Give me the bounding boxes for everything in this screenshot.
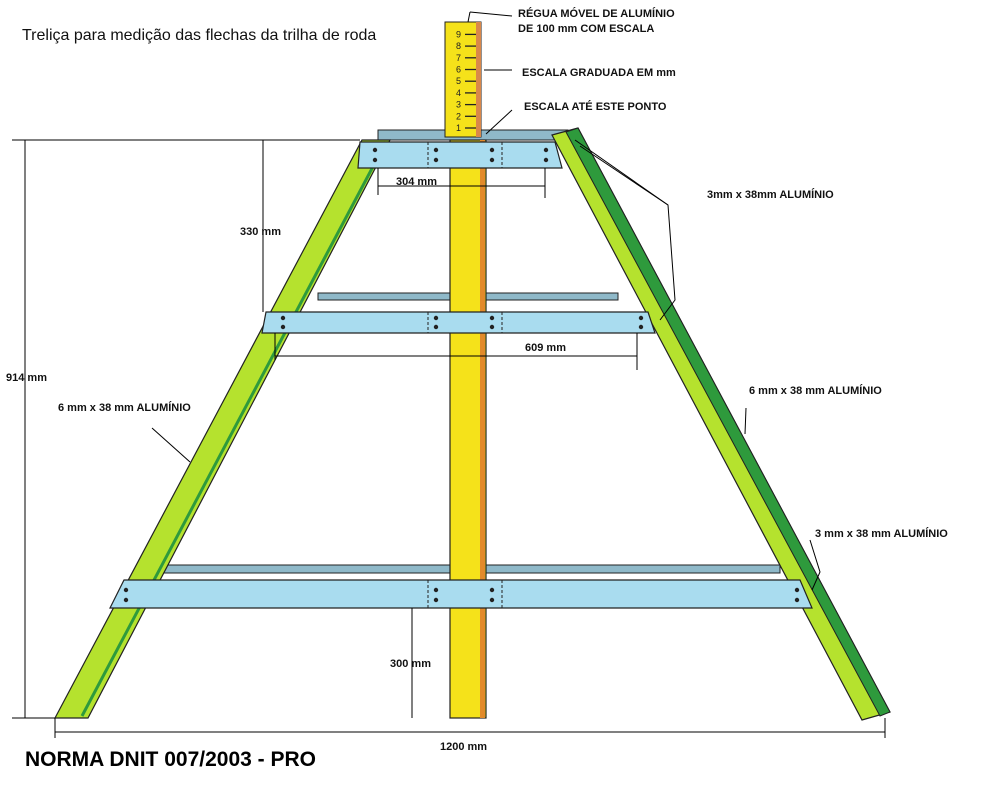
ruler-tick-label: 4 xyxy=(456,88,461,98)
scale-label: ESCALA GRADUADA EM mm xyxy=(522,67,676,79)
ruler-label-line1: RÉGUA MÓVEL DE ALUMÍNIO xyxy=(518,7,675,20)
ruler-tick-label: 6 xyxy=(456,65,461,75)
diagram-title: Treliça para medição das flechas da tril… xyxy=(22,27,376,44)
bottom-crossbar xyxy=(109,579,813,609)
movable-ruler[interactable]: 1 23 4 56 7 8 9 xyxy=(444,21,482,138)
post-edge xyxy=(480,140,485,718)
ruler-tick-label: 5 xyxy=(456,76,461,86)
ruler-tick-label: 2 xyxy=(456,111,461,121)
dim-mid-width: 609 mm xyxy=(525,342,566,354)
dim-total-height: 914 mm xyxy=(6,372,47,384)
middle-crossbar xyxy=(261,311,656,334)
left-leg-stripe xyxy=(80,141,388,717)
top-brace-label: 3mm x 38mm ALUMÍNIO xyxy=(707,188,834,201)
top-crossbar xyxy=(357,141,563,169)
dim-top-width: 304 mm xyxy=(396,176,437,188)
dim-top-height: 330 mm xyxy=(240,226,281,238)
ruler-label-line2: DE 100 mm COM ESCALA xyxy=(518,23,654,35)
ruler-tick-label: 7 xyxy=(456,53,461,63)
dimension-lines xyxy=(12,11,886,738)
dim-base-width: 1200 mm xyxy=(440,741,487,753)
right-leg-label: 6 mm x 38 mm ALUMÍNIO xyxy=(749,384,882,397)
ruler-tick-label: 1 xyxy=(456,123,461,133)
standard-reference: NORMA DNIT 007/2003 - PRO xyxy=(25,748,316,771)
left-leg xyxy=(54,139,391,719)
bolts xyxy=(123,147,800,603)
scale-end-label: ESCALA ATÉ ESTE PONTO xyxy=(524,100,667,113)
left-leg-label: 6 mm x 38 mm ALUMÍNIO xyxy=(58,401,191,414)
post-joints xyxy=(427,142,503,608)
right-leg-stripe xyxy=(565,127,891,717)
ruler-tick-label: 9 xyxy=(456,29,461,39)
bottom-brace-label: 3 mm x 38 mm ALUMÍNIO xyxy=(815,527,948,540)
ruler-tick-label: 3 xyxy=(456,100,461,110)
dim-bottom-clearance: 300 mm xyxy=(390,658,431,670)
ruler-tick-label: 8 xyxy=(456,41,461,51)
